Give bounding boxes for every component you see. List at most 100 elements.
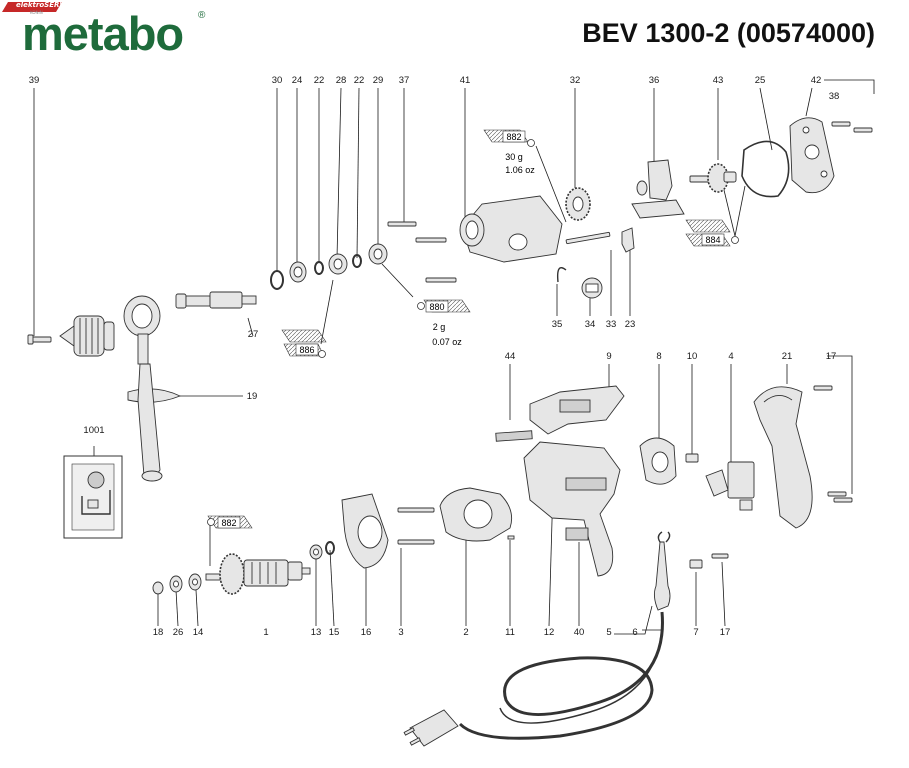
part-12-motor-housing [523,441,621,577]
label-23: 23 [625,319,636,330]
part-27-spindle [175,291,257,309]
label-26: 26 [173,627,184,638]
brand-registered-mark: ® [198,10,206,21]
part-42-gear-cover [789,117,835,194]
part-35-clip [556,267,567,283]
part-30-retaining-ring [270,270,284,290]
part-7-cable-clamp [689,559,703,569]
label-6: 6 [632,627,637,638]
part-10-clip [685,453,699,463]
grease-tag-880: 880 [417,299,471,313]
part-36-bracket [631,159,685,219]
part-39-screw [27,334,52,345]
part-15-ring [325,541,335,555]
part-19-auxiliary-handle [123,295,182,482]
part-44-label [495,430,533,442]
svg-text:884: 884 [705,235,720,245]
part-28-bearing [328,253,348,275]
part-number-labels: 39 30 24 22 28 22 29 37 41 32 36 43 25 4… [29,75,840,638]
part-1001-detail-inset [63,455,123,539]
part-17-screws [813,385,853,503]
part-25-gasket [741,140,790,198]
label-30: 30 [272,75,283,86]
label-32: 32 [570,75,581,86]
part-43-gear-shaft [689,163,737,193]
label-7: 7 [693,627,698,638]
grease-amount-1.06oz: 1.06 oz [505,165,535,175]
part-17-screw-bottom [711,553,729,559]
label-1: 1 [263,627,268,638]
label-21: 21 [782,351,793,362]
label-40: 40 [574,627,585,638]
part-32-gear [565,187,591,221]
label-35: 35 [552,319,563,330]
label-5: 5 [606,627,611,638]
label-9: 9 [606,351,611,362]
label-14: 14 [193,627,204,638]
leader-lines [33,79,875,635]
part-33-pin [565,231,611,245]
part-2-field-stator [439,487,513,542]
part-21-handle-shell [753,386,813,529]
svg-text:880: 880 [429,302,444,312]
part-4-switch [705,461,755,511]
label-17-b: 17 [720,627,731,638]
grease-amount-30g: 30 g [505,152,523,162]
label-24: 24 [292,75,303,86]
part-38-screws [831,121,873,133]
watermark-shape [2,2,62,12]
part-drill-chuck [59,315,115,357]
part-16-air-guide [341,493,389,569]
label-44: 44 [505,351,516,362]
label-18: 18 [153,627,164,638]
grease-tags: 882 30 g 1.06 oz 880 2 g 0.07 oz 886 884 [207,129,739,529]
part-13-bearing [309,544,323,560]
grease-tag-882-bottom: 882 [207,515,253,529]
part-1-armature [205,553,311,595]
part-22-ring [314,261,324,275]
label-39: 39 [29,75,40,86]
part-40-label [565,527,589,541]
part-37-screws [387,221,457,283]
grease-tag-884: 884 [685,219,739,247]
watermark-badge: elektroSERW KONIN [0,0,67,15]
part-18-nut [152,581,164,595]
grease-amount-2g: 2 g [433,322,446,332]
label-1001: 1001 [83,425,104,436]
model-title: BEV 1300-2 (00574000) [582,18,875,48]
label-4: 4 [728,351,733,362]
grease-tag-886: 886 [281,329,327,358]
part-29-bearing [368,243,388,265]
label-19: 19 [247,391,258,402]
label-10: 10 [687,351,698,362]
label-34: 34 [585,319,596,330]
part-9-switch-housing [529,385,625,435]
watermark-subtext: KONIN [30,10,43,15]
label-15: 15 [329,627,340,638]
label-43: 43 [713,75,724,86]
label-3: 3 [398,627,403,638]
label-27: 27 [248,329,259,340]
label-36: 36 [649,75,660,86]
part-5-plug [403,709,459,747]
svg-text:882: 882 [506,132,521,142]
label-25: 25 [755,75,766,86]
label-28: 28 [336,75,347,86]
part-8-brush-holder [639,437,677,485]
label-22: 22 [314,75,325,86]
label-41: 41 [460,75,471,86]
part-23-spring [621,227,635,253]
label-12: 12 [544,627,555,638]
part-22-ring-b [352,254,362,268]
svg-text:882: 882 [221,518,236,528]
label-22-b: 22 [354,75,365,86]
label-8: 8 [656,351,661,362]
part-41-gear-housing [459,195,563,263]
grease-tag-882-top: 882 [483,129,535,147]
part-3-screws [397,507,435,545]
label-2: 2 [463,627,468,638]
label-38: 38 [829,91,840,102]
label-13: 13 [311,627,322,638]
label-33: 33 [606,319,617,330]
